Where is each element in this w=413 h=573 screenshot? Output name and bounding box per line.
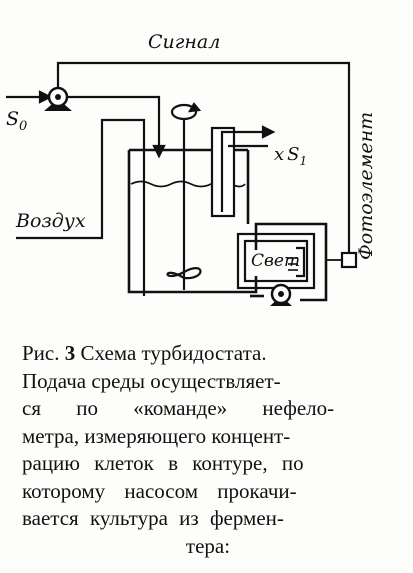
- photocell-label: Фотоэлемент: [355, 112, 377, 260]
- medium-inlet-line: [6, 90, 53, 104]
- caption-line-6: которому насосом прокачи-: [22, 478, 297, 503]
- air-label: Воздух: [15, 210, 86, 232]
- caption-line-3: ся по «команде» нефело-: [22, 396, 335, 420]
- figure-caption: Рис. 3 Схема турбидостата. Подача среды …: [22, 340, 394, 560]
- s0-label: S0: [6, 108, 27, 134]
- nephelometer-loop: [236, 232, 316, 290]
- light-source: Свет: [251, 251, 300, 271]
- caption-line-8: тера:: [185, 533, 231, 558]
- photocell-icon: [326, 251, 358, 269]
- svg-text:Свет: Свет: [251, 251, 300, 271]
- feed-pump-icon: [44, 86, 72, 111]
- caption-line-2: Подача среды осуществляет-: [22, 368, 281, 393]
- caption-line-7: вается культура из фермен-: [22, 506, 284, 530]
- stirrer-icon: [166, 102, 202, 290]
- outflow-line: [210, 125, 276, 218]
- air-line: [16, 118, 146, 296]
- turbidostat-diagram: Сигнал S0: [6, 31, 377, 306]
- caption-line-5: рацию клеток в контуре, по: [22, 451, 304, 475]
- feed-line: [67, 95, 166, 159]
- caption-line-4: метра, измеряющего концент-: [22, 423, 291, 448]
- circulation-pump-icon: [270, 283, 292, 306]
- signal-label: Сигнал: [148, 31, 220, 53]
- signal-line: [56, 61, 351, 252]
- caption-line-1: Рис. 3 Схема турбидостата.: [22, 341, 267, 365]
